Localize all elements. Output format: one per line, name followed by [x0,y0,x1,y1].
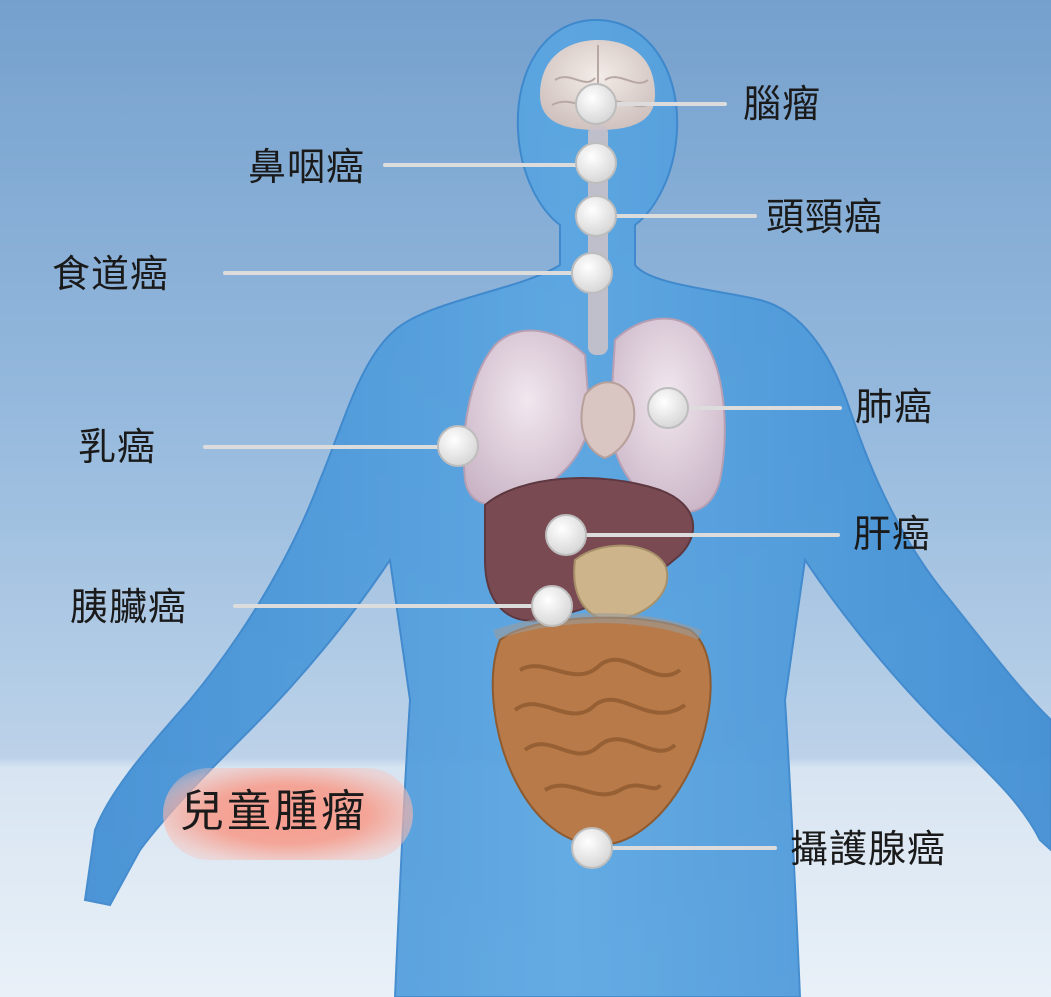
pancreas-marker [532,586,572,626]
label-nasopharyngeal-cancer: 鼻咽癌 [248,148,365,186]
nasopharynx-marker [576,143,616,183]
liver-marker [546,515,586,555]
label-childhood-tumor: 兒童腫瘤 [180,790,368,834]
prostate-marker [572,828,612,868]
label-pancreatic-cancer: 胰臟癌 [70,588,187,626]
brain-marker [576,84,616,124]
head-neck-marker [576,196,616,236]
label-breast-cancer: 乳癌 [78,428,156,466]
label-prostate-cancer: 攝護腺癌 [790,830,946,868]
label-brain-tumor: 腦瘤 [743,85,821,123]
label-head-neck-cancer: 頭頸癌 [766,198,883,236]
lung-marker [648,388,688,428]
label-esophageal-cancer: 食道癌 [52,255,169,293]
esophagus-marker [572,253,612,293]
breast-marker [438,426,478,466]
label-liver-cancer: 肝癌 [853,515,931,553]
label-lung-cancer: 肺癌 [855,388,933,426]
